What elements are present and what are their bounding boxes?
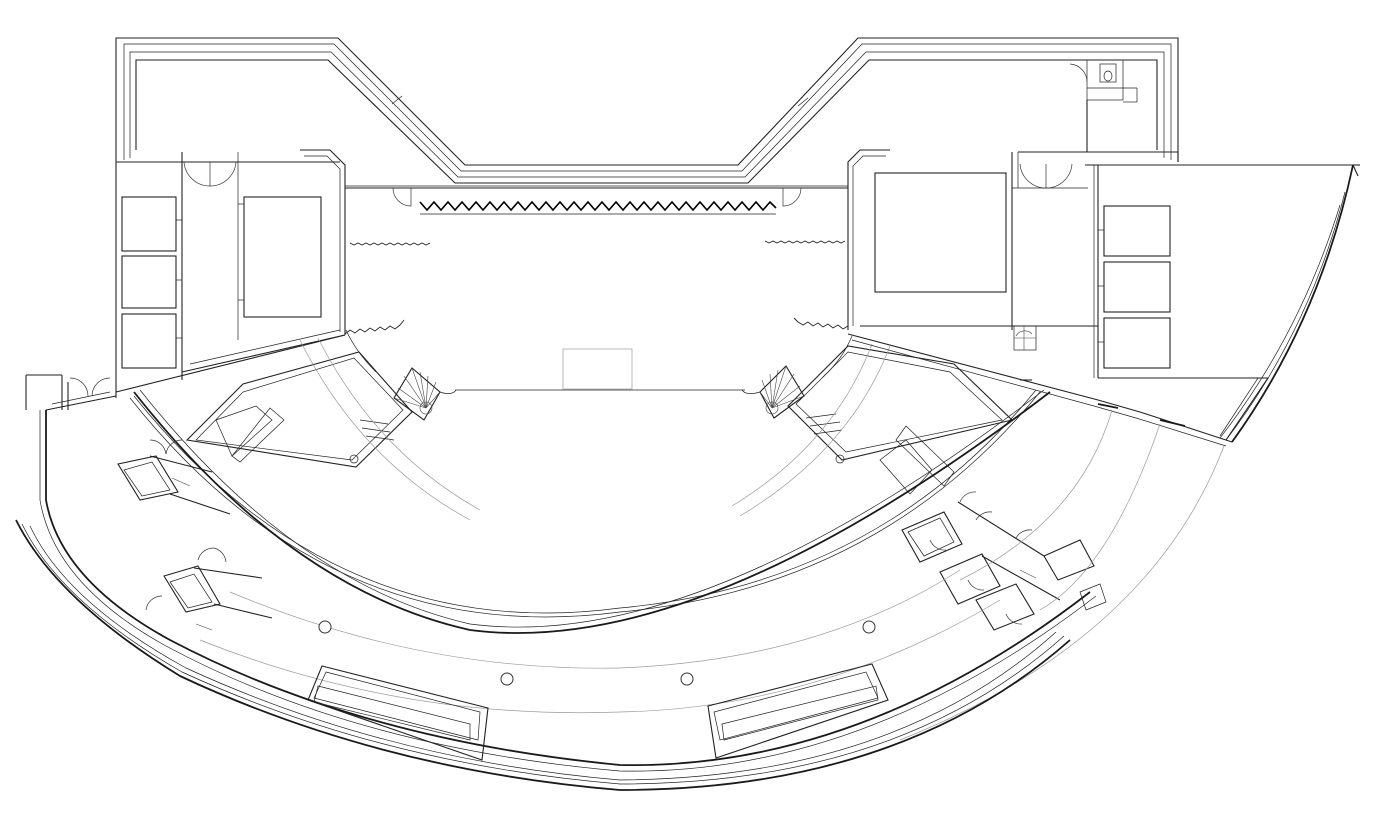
foyer-column-2 [500,672,514,686]
left-dressing-rooms [121,196,322,369]
right-spiral-stair [741,365,805,419]
right-curved-facade [1219,164,1360,443]
right-wing-walls [847,149,1353,379]
right-stair-tower [787,335,1014,495]
right-bar-counter [707,663,889,759]
stage-area [344,185,849,391]
stage-trap [562,348,633,390]
foyer-column-4 [862,620,876,634]
outer-foyer [15,374,1097,791]
auditorium-seating-arcs [129,337,1051,634]
left-proscenium-curtain [344,319,405,335]
main-curtain [419,200,777,212]
left-spiral-stair [393,367,457,421]
right-dressing-rooms [1098,205,1171,369]
right-wing-curtain [764,240,846,244]
left-wing-walls [115,149,346,393]
left-bar-counter [307,665,489,761]
left-stair-tower [185,329,413,468]
left-vestibules [117,439,273,631]
right-foyer-arcs [847,333,1233,741]
right-vestibules [901,491,1107,631]
stage-house-outer-walls [115,37,1179,184]
foyer-column-1 [318,620,332,634]
right-spiral-stair-small [1013,325,1037,351]
right-proscenium-curtain [793,317,849,330]
toilet-room [1069,59,1138,152]
left-doors [183,161,412,207]
right-doors [782,163,1073,207]
left-wing-curtain [349,242,431,246]
foyer-column-3 [680,672,694,686]
